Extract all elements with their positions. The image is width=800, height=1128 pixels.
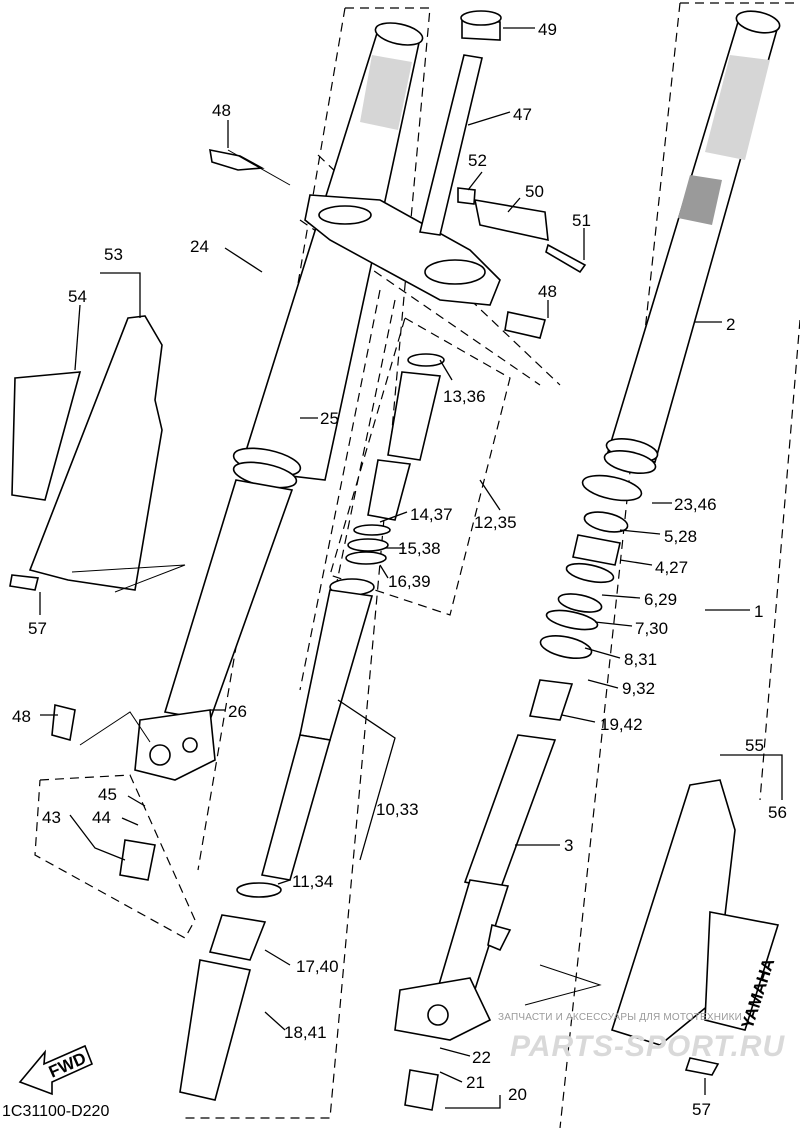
outer-tube-left: [134, 22, 424, 781]
watermark-tagline: ЗАПЧАСТИ И АКСЕССУАРЫ ДЛЯ МОТОТЕХНИКИ: [498, 1012, 743, 1023]
callout-label: 47: [513, 105, 532, 124]
fwd-arrow: FWD: [18, 1044, 94, 1096]
callout-label: 57: [692, 1100, 711, 1119]
callout-label: 45: [98, 785, 117, 804]
callout-label: 55: [745, 736, 764, 755]
damper-cartridge: [345, 353, 445, 565]
callout-label: 3: [564, 836, 573, 855]
callout-label: 7,30: [635, 619, 668, 638]
callout-label: 8,31: [624, 650, 657, 669]
callout-labels: 49 48 47 52 50 51 24 53 54 48 2 13,36 25…: [12, 20, 787, 1119]
callout-label: 11,34: [292, 872, 333, 891]
bolts: [9, 149, 720, 1111]
seal-stack: [528, 474, 643, 721]
damper-rod: [179, 578, 375, 1101]
callout-label: 2: [726, 315, 735, 334]
callout-label: 56: [768, 803, 787, 822]
callout-label: 12,35: [474, 513, 517, 532]
callout-label: 15,38: [398, 539, 441, 558]
callout-label: 54: [68, 287, 87, 306]
leader-lines: [39, 27, 783, 1109]
callout-label: 43: [42, 808, 61, 827]
callout-label: 22: [472, 1048, 491, 1067]
callout-label: 48: [12, 707, 31, 726]
callout-label: 5,28: [664, 527, 697, 546]
callout-label: 23,46: [674, 495, 717, 514]
watermark-logo: PARTS-SPORT.RU: [510, 1030, 786, 1063]
callout-label: 14,37: [410, 505, 453, 524]
callout-label: 19,42: [600, 715, 643, 734]
callout-label: 17,40: [296, 957, 339, 976]
callout-label: 50: [525, 182, 544, 201]
inner-tube-right: [394, 734, 557, 1041]
callout-label: 6,29: [644, 590, 677, 609]
callout-label: 4,27: [655, 558, 688, 577]
callout-label: 57: [28, 619, 47, 638]
callout-label: 16,39: [388, 572, 431, 591]
callout-label: 26: [228, 702, 247, 721]
callout-label: 48: [538, 282, 557, 301]
callout-label: 51: [572, 211, 591, 230]
callout-label: 18,41: [284, 1023, 327, 1042]
callout-label: 48: [212, 101, 231, 120]
callout-label: 9,32: [622, 679, 655, 698]
callout-label: 1: [754, 602, 763, 621]
callout-label: 52: [468, 151, 487, 170]
callout-label: 24: [190, 237, 209, 256]
callout-label: 13,36: [443, 387, 486, 406]
diagram-code: 1C31100-D220: [2, 1103, 110, 1120]
outer-tube-right: [603, 10, 781, 474]
callout-label: 20: [508, 1085, 527, 1104]
fork-guards: [11, 315, 780, 1046]
callout-label: 49: [538, 20, 557, 39]
callout-label: 21: [466, 1073, 485, 1092]
callout-label: 25: [320, 409, 339, 428]
callout-label: 10,33: [376, 800, 419, 819]
callout-label: 53: [104, 245, 123, 264]
callout-label: 44: [92, 808, 111, 827]
triple-clamp: [209, 10, 587, 339]
